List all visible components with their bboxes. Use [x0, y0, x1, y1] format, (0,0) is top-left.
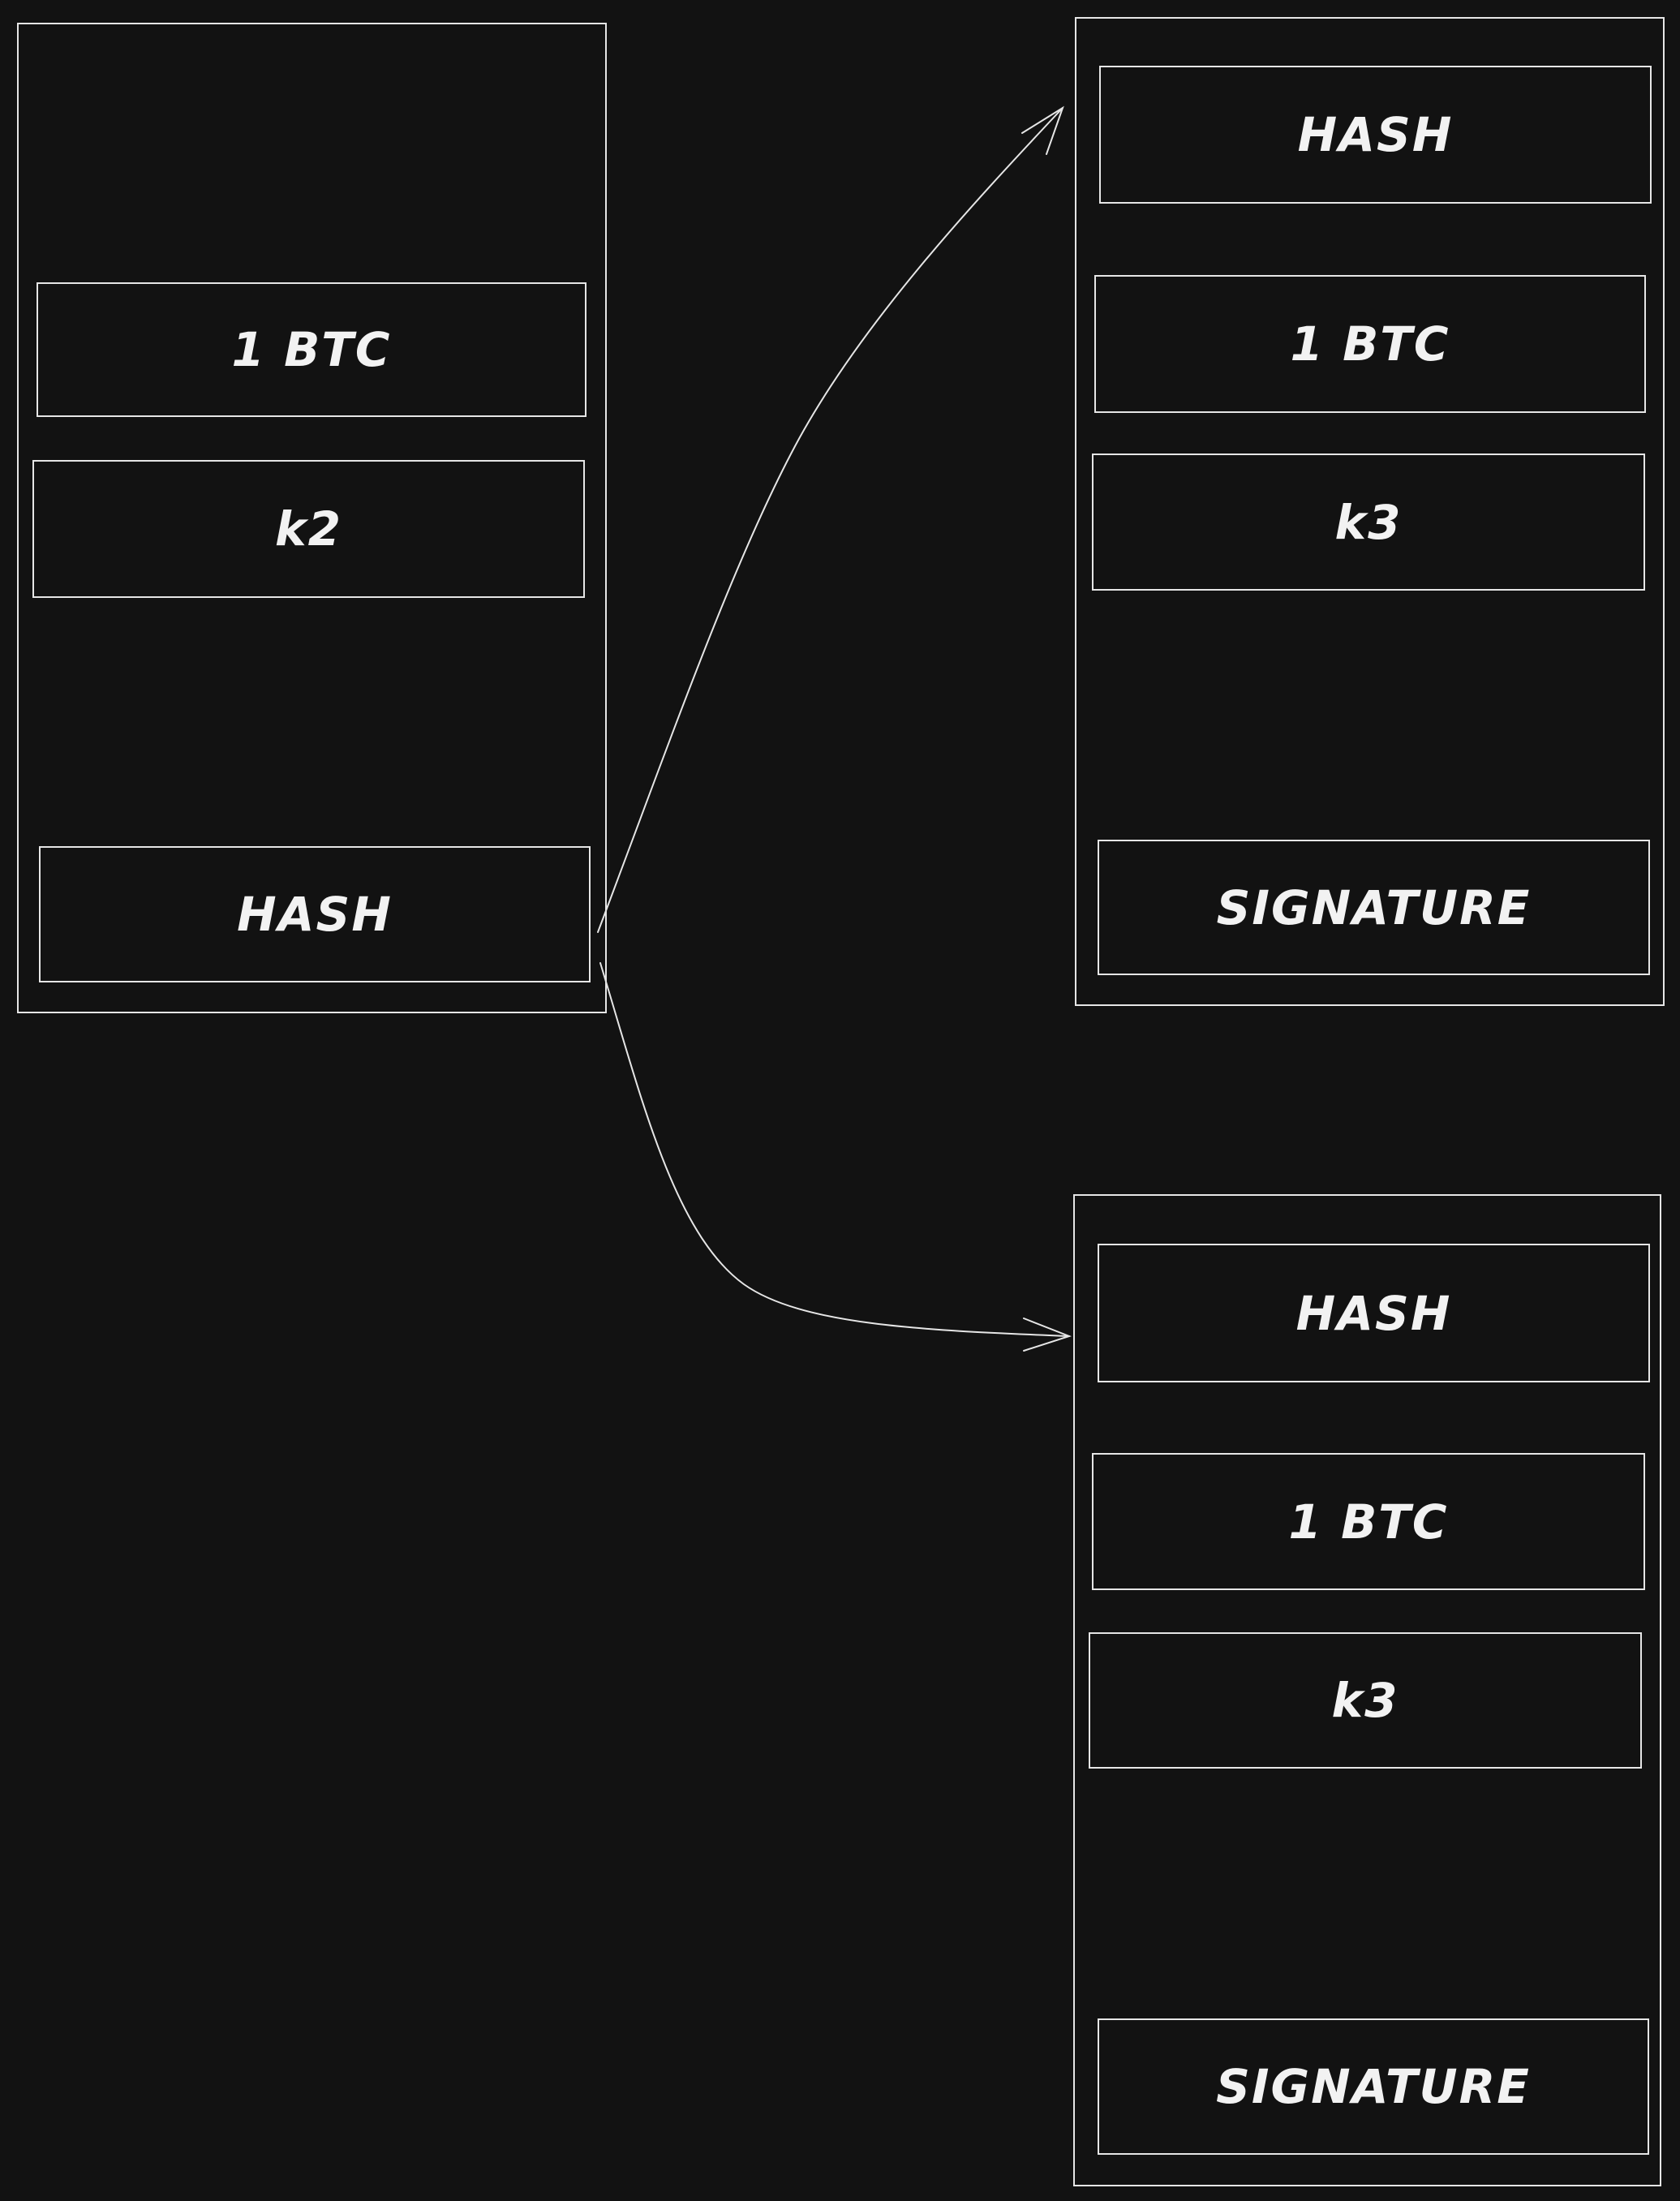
- source-hash: HASH: [39, 846, 591, 982]
- top-transaction: [1075, 17, 1665, 1006]
- bottom-hash: HASH: [1098, 1244, 1650, 1382]
- top-key: k3: [1092, 454, 1645, 591]
- bottom-signature: SIGNATURE: [1098, 2018, 1649, 2155]
- bottom-transaction: [1073, 1194, 1661, 2186]
- arrow-to-top-transaction: [597, 107, 1063, 933]
- arrowhead-bottom: [1023, 1318, 1072, 1352]
- top-signature: SIGNATURE: [1098, 840, 1650, 975]
- bottom-key: k3: [1089, 1632, 1642, 1769]
- source-amount: 1 BTC: [37, 282, 586, 417]
- arrowhead-top: [1021, 105, 1064, 155]
- source-key: k2: [32, 460, 585, 598]
- arrow-to-bottom-transaction: [599, 962, 1070, 1337]
- source-transaction: [17, 23, 607, 1013]
- bottom-amount: 1 BTC: [1092, 1453, 1645, 1590]
- top-amount: 1 BTC: [1094, 275, 1646, 413]
- top-hash: HASH: [1099, 66, 1652, 204]
